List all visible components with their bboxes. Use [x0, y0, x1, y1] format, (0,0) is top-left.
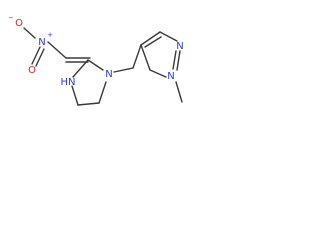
atom-oxygen-minus: O: [15, 18, 23, 29]
bond-n-o-double-a: [31, 46, 41, 65]
bond-n-methyl: [175, 81, 183, 103]
bond-n2-n1: [176, 50, 181, 71]
bond-c5-n1: [98, 81, 107, 104]
bond-nh-c4: [71, 85, 79, 106]
charge-plus: +: [47, 31, 53, 39]
bond-n1-ch2: [113, 67, 134, 73]
atom-oxygen-double: O: [28, 65, 36, 76]
bond-n2-n1-b: [172, 50, 177, 70]
bond-c5-c4: [140, 44, 151, 71]
bond-c2-n1: [87, 59, 104, 71]
molecule-structure: O − N + O HN N N N: [0, 0, 194, 143]
bond-n1-c5: [149, 69, 167, 78]
charge-minus: −: [8, 14, 14, 22]
atom-nitrogen-pyrazole-1: N: [167, 71, 174, 82]
bond-c3-n2: [159, 31, 178, 42]
bond-c4-c3-b: [144, 36, 162, 48]
bond-c4-c3-a: [140, 31, 161, 46]
bond-n-ch: [47, 41, 67, 59]
bond-n-o-double-b: [35, 48, 45, 67]
structure-svg: O − N + O HN N N N: [8, 14, 184, 106]
atom-nitrogen-nitro: N: [38, 37, 45, 48]
bond-ch2-c4pz: [132, 44, 142, 69]
atom-nitrogen-pyrazole-2: N: [176, 41, 183, 52]
bond-o-n-single: [23, 27, 36, 39]
atom-nitrogen-ring: N: [105, 69, 112, 80]
bond-c4-c5: [77, 102, 100, 106]
atom-nh: HN: [61, 77, 76, 88]
bond-c2-nh: [72, 59, 89, 78]
